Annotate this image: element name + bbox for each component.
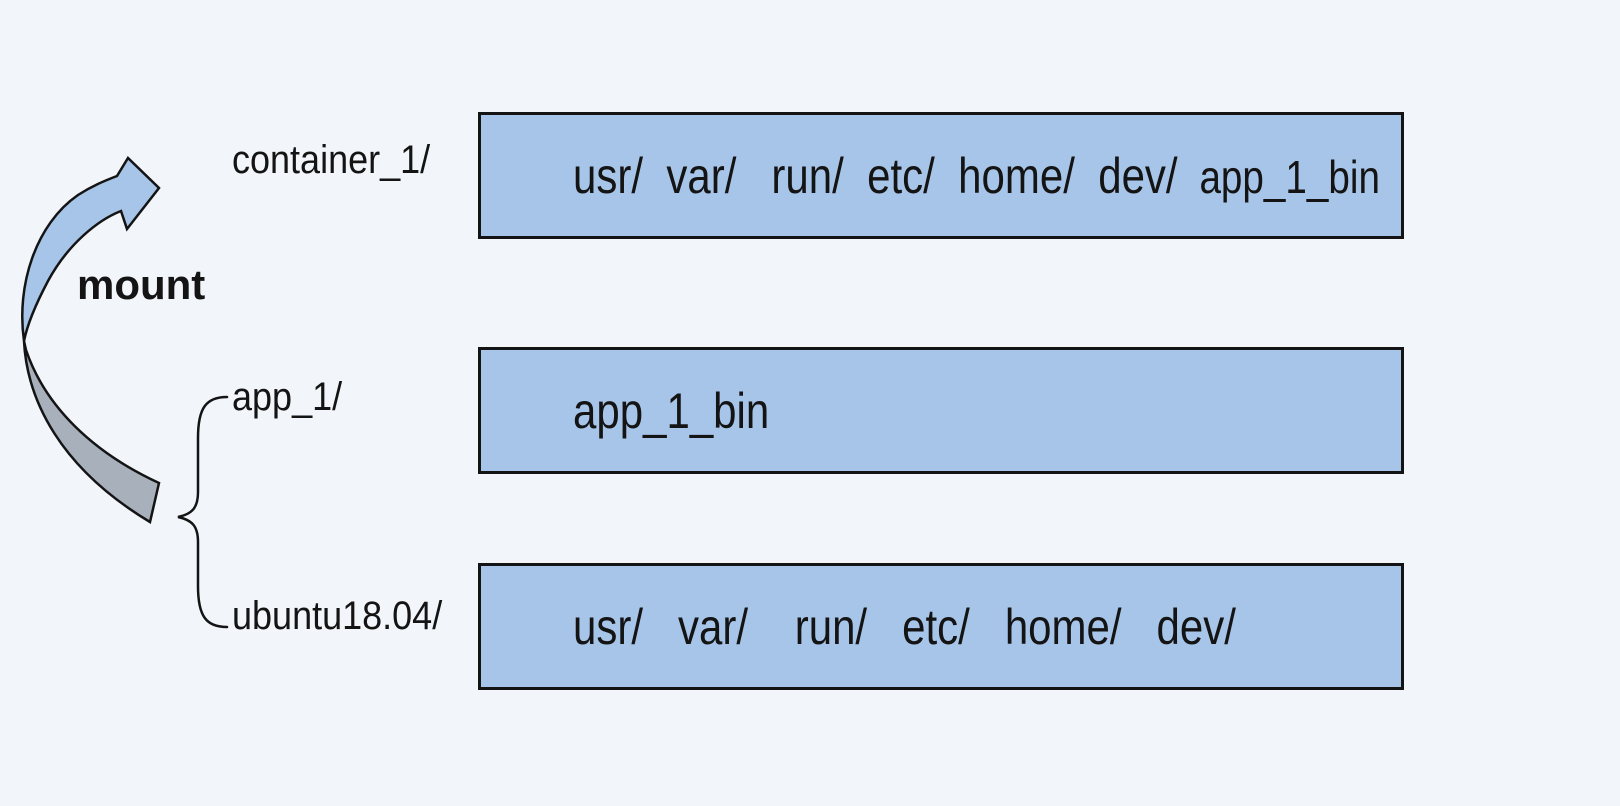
app-dir-list: app_1_bin [573, 382, 770, 439]
container-path-label: container_1/ [232, 138, 431, 182]
container-filesystem-contents: usr/ var/ run/ etc/ home/ dev/app_1_bin [503, 101, 1380, 251]
app-filesystem-contents: app_1_bin [503, 336, 769, 486]
ubuntu-filesystem-contents: usr/ var/ run/ etc/ home/ dev/ [503, 552, 1236, 702]
mount-arrow-icon [21, 156, 161, 342]
app-filesystem-box: app_1_bin [478, 347, 1404, 474]
container-dir-list: usr/ var/ run/ etc/ home/ dev/ [573, 147, 1178, 204]
ubuntu-filesystem-box: usr/ var/ run/ etc/ home/ dev/ [478, 563, 1404, 690]
container-mounted-item: app_1_bin [1199, 150, 1380, 203]
app-path-label: app_1/ [232, 375, 343, 419]
ubuntu-path-label: ubuntu18.04/ [232, 594, 443, 638]
ubuntu-dir-list: usr/ var/ run/ etc/ home/ dev/ [573, 598, 1236, 655]
mount-arrow-tail-icon [22, 340, 161, 524]
container-filesystem-box: usr/ var/ run/ etc/ home/ dev/app_1_bin [478, 112, 1404, 239]
group-brace-icon [177, 395, 229, 629]
mount-label: mount [77, 261, 206, 308]
